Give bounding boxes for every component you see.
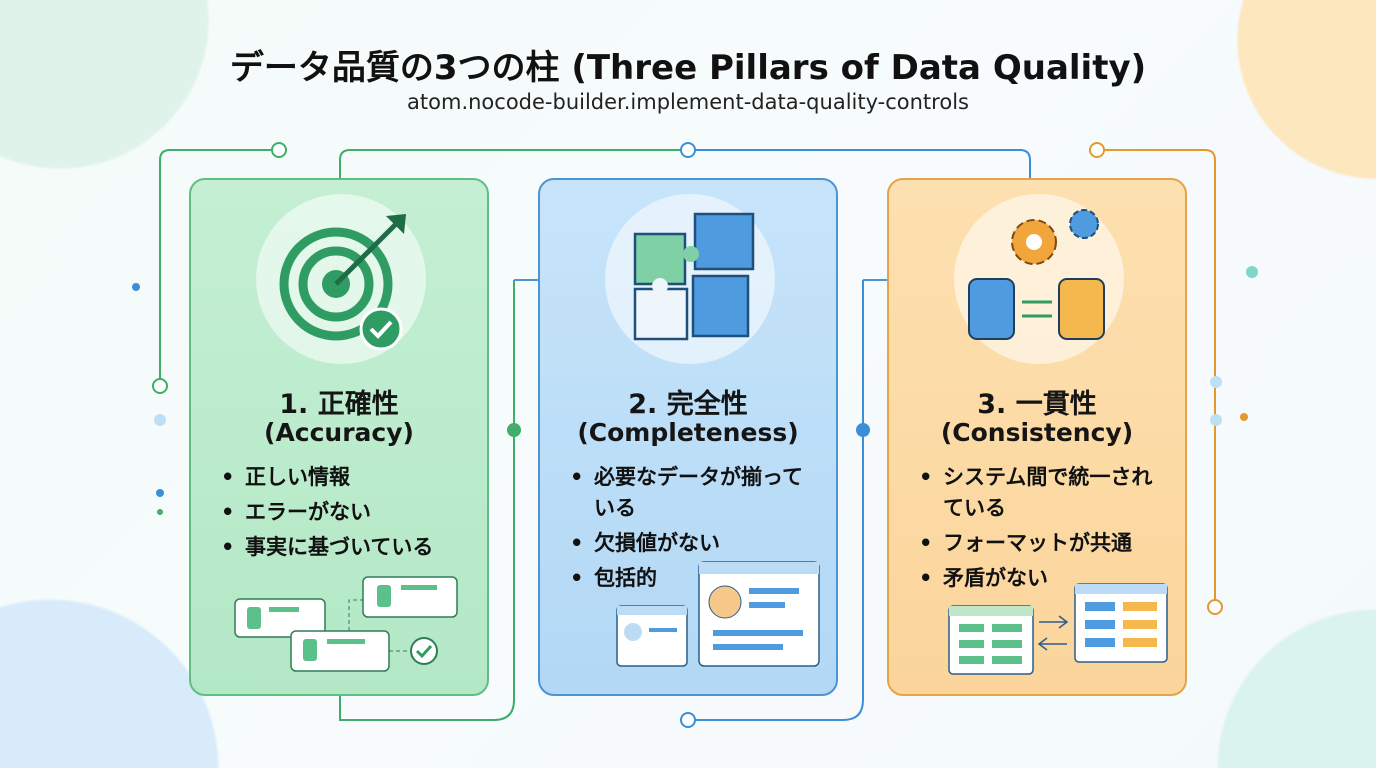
pillar-subheading: (Accuracy) bbox=[264, 418, 414, 447]
pillar-subheading: (Completeness) bbox=[577, 418, 799, 447]
profile-window-illustration bbox=[616, 561, 820, 667]
target-check-icon bbox=[256, 194, 426, 364]
sync-tables-illustration bbox=[948, 583, 1168, 675]
page-title: データ品質の3つの柱 (Three Pillars of Data Qualit… bbox=[229, 48, 1147, 88]
list-item: フォーマットが共通 bbox=[919, 528, 1169, 559]
gear-database-sync-icon bbox=[954, 194, 1124, 364]
list-item: 欠損値がない bbox=[570, 528, 820, 559]
list-item: 事実に基づいている bbox=[221, 532, 471, 563]
page-subtitle: atom.nocode-builder.implement-data-quali… bbox=[407, 90, 969, 114]
list-item: 矛盾がない bbox=[919, 563, 1169, 594]
list-item: システム間で統一されている bbox=[919, 462, 1169, 524]
bullet-list: システム間で統一されている フォーマットが共通 矛盾がない bbox=[919, 462, 1169, 598]
list-item: 必要なデータが揃っている bbox=[570, 462, 820, 524]
pillar-subheading: (Consistency) bbox=[940, 418, 1134, 447]
list-item: 正しい情報 bbox=[221, 462, 471, 493]
bullet-list: 必要なデータが揃っている 欠損値がない 包括的 bbox=[570, 462, 820, 598]
bullet-list: 正しい情報 エラーがない 事実に基づいている bbox=[221, 462, 471, 567]
pillar-heading: 2. 完全性 bbox=[628, 389, 748, 420]
pillar-card-accuracy: 1. 正確性 (Accuracy) 正しい情報 エラーがない 事実に基づいている bbox=[189, 178, 489, 696]
pillar-card-consistency: 3. 一貫性 (Consistency) システム間で統一されている フォーマッ… bbox=[887, 178, 1187, 696]
pillar-heading: 3. 一貫性 bbox=[977, 389, 1097, 420]
puzzle-icon bbox=[605, 194, 775, 364]
database-records-illustration bbox=[234, 576, 458, 672]
list-item: エラーがない bbox=[221, 497, 471, 528]
pillar-card-completeness: 2. 完全性 (Completeness) 必要なデータが揃っている 欠損値がな… bbox=[538, 178, 838, 696]
list-item: 包括的 bbox=[570, 563, 820, 594]
pillar-heading: 1. 正確性 bbox=[279, 389, 399, 420]
